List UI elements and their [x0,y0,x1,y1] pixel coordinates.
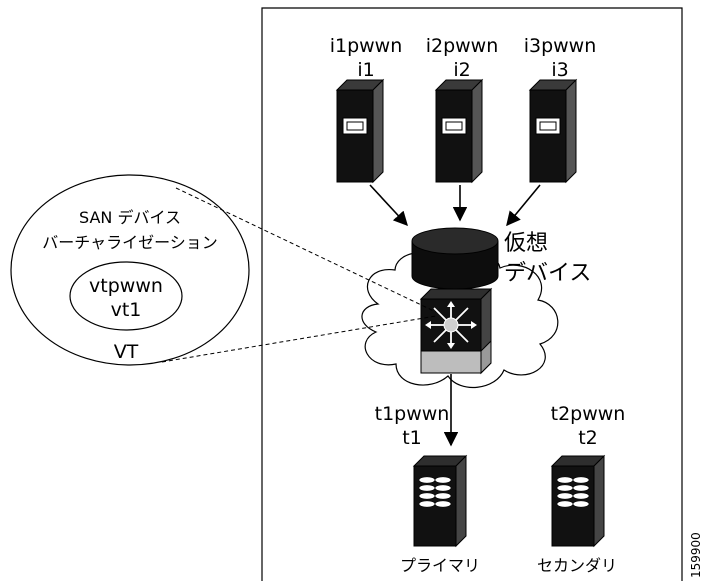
host-2-pwwn-label: i2pwwn [426,35,499,57]
virtualization-switch-icon [419,287,493,375]
san-virtualization-title-line2: バーチャライゼーション [42,233,218,252]
host-server-1-icon [335,78,385,184]
callout-line-bottom [161,315,437,363]
host-2-name-label: i2 [453,59,470,81]
host-1-pwwn-label: i1pwwn [330,35,403,57]
callout-line-top [175,187,437,313]
host-labels: i1pwwn i1 i2pwwn i2 i3pwwn i3 [330,35,597,81]
host-3-name-label: i3 [551,59,568,81]
target-1-pwwn-label: t1pwwn [375,403,450,425]
host-1-name-label: i1 [357,59,374,81]
figure-id-label: 159900 [689,532,703,578]
san-virtualization-title-line1: SAN デバイス [79,208,181,227]
primary-storage-icon [412,454,468,548]
secondary-storage-icon [550,454,606,548]
virtual-target-pwwn-label: vtpwwn [89,275,163,297]
virtual-device-label-line2: デバイス [504,261,591,286]
host-server-2-icon [434,78,484,184]
virtual-target-callout [69,261,183,331]
target-1-name-label: t1 [402,427,422,449]
host-3-arrow [506,184,541,227]
san-virtualization-callout [10,174,250,366]
virtual-device-label-line1: 仮想 [504,231,548,256]
virtual-device-disk-icon [411,227,499,290]
host-1-arrow [369,184,408,227]
target-2-pwwn-label: t2pwwn [551,403,626,425]
vt-label: VT [114,341,139,363]
secondary-storage-label: セカンダリ [537,556,617,575]
virtual-target-name-label: vt1 [111,299,142,321]
host-server-3-icon [528,78,578,184]
fabric-boundary [261,7,683,581]
primary-storage-label: プライマリ [400,556,480,575]
target-2-name-label: t2 [578,427,598,449]
host-3-pwwn-label: i3pwwn [524,35,597,57]
